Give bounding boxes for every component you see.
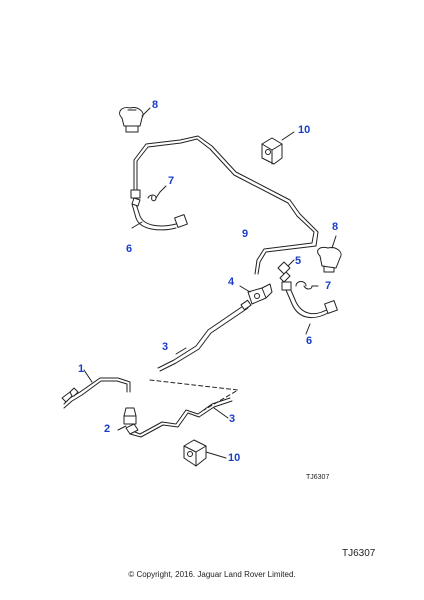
callout-7-upper: 7 [168, 175, 175, 187]
mount-upper [261, 131, 295, 165]
clip-right [317, 235, 342, 273]
clip-right-small [295, 281, 319, 290]
callout-5: 5 [295, 255, 302, 267]
callout-6-right: 6 [306, 335, 313, 347]
drawing-ref: TJ6307 [342, 548, 376, 559]
callout-9: 9 [242, 228, 249, 240]
callout-2: 2 [104, 423, 111, 435]
callout-3-upper: 3 [162, 341, 169, 353]
callout-7-right: 7 [325, 280, 332, 292]
callout-1: 1 [78, 363, 85, 375]
callout-4: 4 [228, 276, 235, 288]
clip-upper [119, 107, 151, 133]
callout-3-lower: 3 [229, 413, 236, 425]
continuation-dashes [149, 379, 239, 411]
mount-lower [183, 439, 227, 467]
connector-right [277, 259, 295, 283]
callout-8-right: 8 [332, 221, 339, 233]
clip-left [147, 185, 167, 202]
brake-pipe-front [61, 369, 131, 409]
flex-hose-left [130, 189, 188, 231]
junction-block [239, 283, 273, 305]
flex-hose-right [281, 281, 338, 335]
brake-pipe-middle [157, 299, 252, 372]
brake-pipe-rear-upper [133, 135, 319, 275]
union [117, 407, 137, 431]
brake-pipe-lower [125, 397, 233, 438]
callout-6-upper: 6 [126, 243, 133, 255]
callout-10-upper: 10 [298, 124, 311, 136]
callout-8-upper: 8 [152, 99, 159, 111]
callout-10-lower: 10 [228, 452, 241, 464]
drawing-ref-small: TJ6307 [306, 474, 330, 481]
copyright-notice: © Copyright, 2016. Jaguar Land Rover Lim… [128, 570, 296, 579]
